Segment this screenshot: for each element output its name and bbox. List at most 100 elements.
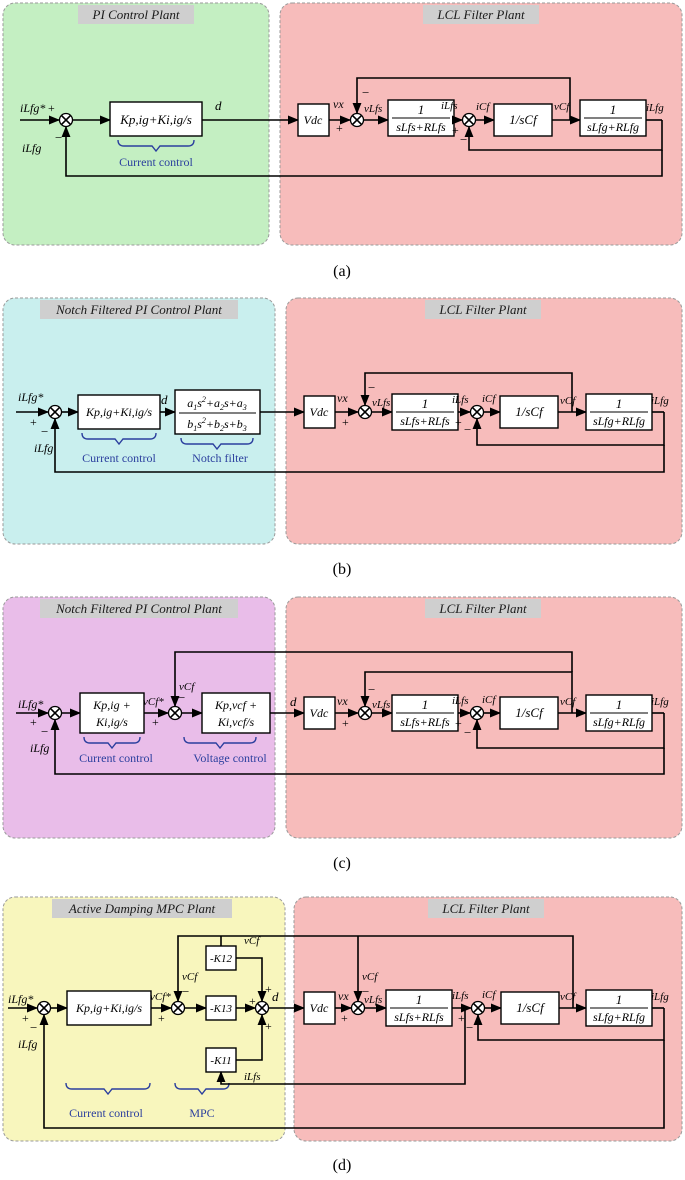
panel-caption: (b) [333, 561, 352, 578]
ilfg-label: iLfg [651, 991, 669, 1003]
vx-label: vx [337, 391, 348, 405]
vdc-text: Vdc [310, 405, 329, 419]
plus-sign: + [455, 415, 462, 429]
plus-sign: + [341, 1011, 348, 1025]
panel-title-left: Notch Filtered PI Control Plant [55, 601, 222, 616]
title-tab [40, 599, 238, 618]
tf-numerator: 1 [422, 396, 429, 411]
ref-input-label: iLfg* [8, 992, 33, 1006]
plus-sign: + [336, 121, 343, 135]
tf-numerator: 1 [616, 992, 623, 1007]
panel-b: Notch Filtered PI Control Plant LCL Filt… [2, 297, 683, 578]
icf-label: iCf [476, 101, 491, 113]
minus-sign: − [182, 984, 189, 999]
vdc-block [303, 991, 336, 1025]
lcl-filter-region [285, 297, 683, 545]
minus-sign: − [368, 380, 375, 395]
voltage-controller-text-line2: Ki,vcf/s [217, 715, 255, 729]
plus-sign: + [265, 1019, 272, 1033]
title-tab [425, 599, 541, 618]
icf-label: iCf [482, 694, 497, 706]
pi-current-controller-block [79, 692, 145, 734]
plus-sign: + [458, 1011, 465, 1025]
tf-numerator: 1 [616, 396, 623, 411]
ilfg-label: iLfg [651, 395, 669, 407]
tf-denominator: sLfs+RLfs [400, 414, 450, 428]
panel-a: PI Control Plant LCL Filter Plant iLfg* … [2, 2, 683, 280]
tf-numerator: 1 [416, 992, 423, 1007]
feedback-label: iLfg [30, 741, 49, 755]
tf-denominator: sLfs+RLfs [394, 1010, 444, 1024]
plus-sign: + [342, 716, 349, 730]
ilfs-k11-label: iLfs [244, 1071, 261, 1083]
duty-label: d [272, 989, 279, 1004]
minus-sign: − [460, 132, 467, 147]
vx-label: vx [337, 694, 348, 708]
plus-sign: + [30, 415, 37, 429]
mpc-label: MPC [189, 1106, 214, 1120]
vcf-feedback-label: vCf [182, 971, 199, 983]
panel-title-left: Active Damping MPC Plant [68, 901, 216, 916]
panel-title-left: Notch Filtered PI Control Plant [55, 302, 222, 317]
minus-sign: − [41, 724, 48, 739]
title-tab [425, 300, 541, 319]
pi-controller-block [109, 101, 203, 137]
icf-label: iCf [482, 393, 497, 405]
notch-filter-label: Notch filter [192, 451, 248, 465]
minus-sign: − [41, 424, 48, 439]
minus-sign: − [178, 690, 185, 705]
duty-label: d [161, 392, 168, 407]
tf-denominator: sLfg+RLfg [593, 1010, 645, 1024]
notch-filter-block [174, 389, 261, 435]
title-tab [423, 5, 539, 24]
title-tab [40, 300, 238, 319]
current-control-label: Current control [82, 451, 156, 465]
vx-label: vx [333, 97, 344, 111]
minus-sign: − [362, 85, 369, 100]
minus-sign: − [466, 1020, 473, 1035]
vcf-label: vCf [554, 101, 571, 113]
capacitor-text: 1/sCf [509, 112, 539, 127]
tf-denominator: sLfg+RLfg [587, 120, 639, 134]
minus-sign: − [368, 682, 375, 697]
minus-sign: − [362, 984, 369, 999]
title-tab [78, 5, 194, 24]
current-control-label: Current control [69, 1106, 143, 1120]
ref-input-label: iLfg* [18, 697, 43, 711]
capacitor-block [493, 103, 553, 137]
tf-numerator: 1 [418, 102, 425, 117]
vlfs-label: vLfs [364, 994, 382, 1006]
plus-sign: + [452, 123, 459, 137]
plus-sign: + [455, 716, 462, 730]
pi-controller-text: Kp,ig+Ki,ig/s [75, 1001, 142, 1015]
capacitor-text: 1/sCf [516, 1000, 546, 1015]
tf-numerator: 1 [422, 697, 429, 712]
icf-label: iCf [482, 989, 497, 1001]
vcf-ref-label: vCf* [143, 696, 164, 708]
plus-sign: + [342, 415, 349, 429]
tf-denominator: sLfs+RLfs [396, 120, 446, 134]
panel-caption: (d) [333, 1157, 352, 1174]
vcf-input-label: vCf [362, 971, 379, 983]
pi-controller-text-line1: Kp,ig + [92, 698, 130, 712]
plus-sign: + [265, 982, 272, 996]
ref-input-label: iLfg* [20, 101, 45, 115]
plus-sign: + [249, 994, 256, 1008]
vdc-text: Vdc [304, 113, 323, 127]
panel-title-right: LCL Filter Plant [438, 601, 527, 616]
voltage-control-label: Voltage control [193, 751, 267, 765]
plus-sign: + [48, 101, 55, 115]
current-control-label: Current control [79, 751, 153, 765]
plus-sign: + [152, 715, 159, 729]
vcf-label: vCf [560, 696, 577, 708]
minus-sign: − [464, 422, 471, 437]
lcl-filter-region [293, 896, 683, 1142]
pi-controller-text: Kp,ig+Ki,ig/s [85, 405, 152, 419]
duty-label: d [215, 98, 222, 113]
capacitor-text: 1/sCf [515, 705, 545, 720]
vlfs-label: vLfs [364, 103, 382, 115]
panel-title-right: LCL Filter Plant [441, 901, 530, 916]
panel-caption: (a) [333, 263, 351, 280]
ilfg-label: iLfg [651, 696, 669, 708]
pi-controller-text-line2: Ki,ig/s [95, 715, 128, 729]
